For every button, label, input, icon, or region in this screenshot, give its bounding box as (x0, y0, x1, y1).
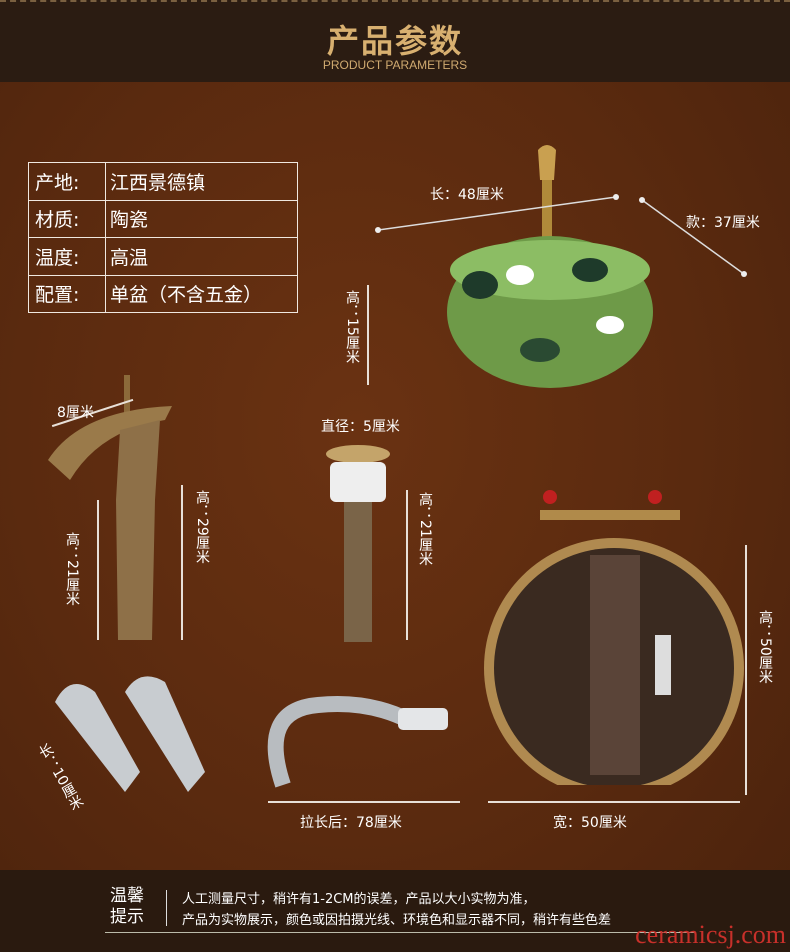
spec-value: 单盆（不含五金） (105, 274, 298, 313)
faucet-total-height-label: 高：29厘米 (194, 490, 210, 564)
tip-line-1: 人工测量尺寸，稍许有1-2CM的误差，产品以大小实物为准， (182, 892, 536, 907)
mirror-illustration (484, 490, 744, 785)
drain-illustration (326, 445, 390, 642)
tip-label: 温馨提示 (110, 886, 144, 927)
mirror-height-label: 高：50厘米 (757, 610, 773, 684)
table-row: 材质:陶瓷 (28, 199, 298, 238)
hose-illustration (267, 696, 448, 788)
angle-valves-illustration (55, 676, 205, 792)
basin-faucet (542, 148, 552, 243)
spec-value: 高温 (105, 237, 298, 276)
spec-table: 产地:江西景德镇 材质:陶瓷 温度:高温 配置:单盆（不含五金） (28, 162, 298, 313)
drain-height-line (406, 490, 408, 640)
footer-bar (0, 870, 790, 952)
tip-line-2: 产品为实物展示，颜色或因拍摄光线、环境色和显示器不同，稍许有些色差 (182, 913, 612, 928)
hose-length-label: 拉长后：78厘米 (300, 815, 402, 831)
basin-illustration (375, 145, 747, 388)
page-subtitle: PRODUCT PARAMETERS (322, 58, 468, 72)
hose-length-line (268, 801, 460, 803)
faucet-spout-label: 8厘米 (57, 405, 94, 421)
spec-key: 材质: (28, 199, 106, 238)
faucet-body-height-label: 高：21厘米 (64, 532, 80, 606)
drain-height-label: 高：21厘米 (417, 492, 433, 566)
faucet-body-line (97, 500, 99, 640)
basin-height-label: 高：15厘米 (344, 290, 360, 364)
basin-height-line (367, 285, 369, 385)
faucet-total-line (181, 485, 183, 640)
tip-underline (105, 932, 695, 933)
table-row: 配置:单盆（不含五金） (28, 274, 298, 313)
basin-width-line (641, 199, 745, 275)
spec-key: 配置: (28, 274, 106, 313)
spec-value: 陶瓷 (105, 199, 298, 238)
mirror-height-line (745, 545, 747, 795)
page-title: 产品参数 (326, 22, 463, 60)
mirror-width-line (488, 801, 740, 803)
watermark: ceramicsj.com (635, 920, 786, 949)
spec-key: 温度: (28, 237, 106, 276)
basin-length-label: 长：48厘米 (430, 187, 504, 203)
table-row: 产地:江西景德镇 (28, 162, 298, 201)
header-bar (0, 0, 790, 82)
mirror-width-label: 宽：50厘米 (553, 815, 627, 831)
spec-value: 江西景德镇 (105, 162, 298, 201)
basin-length-line (377, 196, 617, 231)
spec-key: 产地: (28, 162, 106, 201)
basin-width-label: 款：37厘米 (686, 215, 760, 231)
drain-diameter-label: 直径：5厘米 (321, 419, 400, 435)
faucet-illustration (48, 375, 172, 640)
tip-divider (166, 890, 167, 926)
table-row: 温度:高温 (28, 237, 298, 276)
